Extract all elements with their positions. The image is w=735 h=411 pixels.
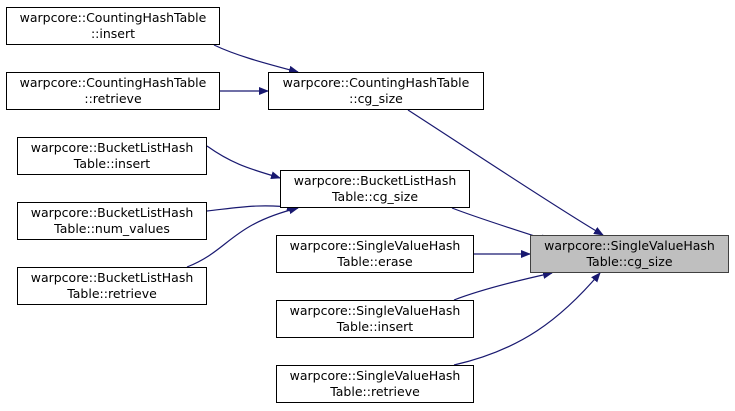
node-single-value-hash-table-retrieve[interactable]: warpcore::SingleValueHash Table::retriev…: [276, 365, 474, 403]
node-line1: warpcore::BucketListHash: [30, 140, 194, 155]
node-line2: ::cg_size: [349, 91, 403, 106]
node-counting-hash-table-cg-size[interactable]: warpcore::CountingHashTable ::cg_size: [268, 72, 484, 110]
node-line2: Table::num_values: [54, 221, 170, 236]
node-line2: Table::retrieve: [330, 384, 420, 399]
node-line1: warpcore::SingleValueHash: [289, 303, 461, 318]
node-line2: Table::retrieve: [67, 286, 157, 301]
node-line1: warpcore::SingleValueHash: [544, 238, 715, 253]
node-line2: Table::insert: [336, 319, 414, 334]
node-line1: warpcore::SingleValueHash: [289, 368, 461, 383]
edge-cht_insert-to-cht_cgsize: [213, 44, 299, 74]
node-line1: warpcore::CountingHashTable: [282, 75, 470, 90]
node-bucket-list-hash-table-insert[interactable]: warpcore::BucketListHash Table::insert: [17, 137, 207, 175]
node-line1: warpcore::CountingHashTable: [19, 10, 207, 25]
node-line1: warpcore::SingleValueHash: [289, 238, 461, 253]
node-counting-hash-table-retrieve[interactable]: warpcore::CountingHashTable ::retrieve: [6, 72, 220, 110]
node-line1: warpcore::BucketListHash: [293, 173, 457, 188]
node-bucket-list-hash-table-retrieve[interactable]: warpcore::BucketListHash Table::retrieve: [17, 267, 207, 305]
node-single-value-hash-table-cg-size[interactable]: warpcore::SingleValueHash Table::cg_size: [530, 235, 729, 273]
edge-svht_insert-to-svht_cgsize: [453, 271, 553, 301]
edge-blht_retrieve-to-blht_cgsize: [186, 206, 299, 268]
node-line1: warpcore::CountingHashTable: [19, 75, 207, 90]
node-line2: Table::cg_size: [586, 254, 673, 269]
edge-cht_cgsize-to-svht_cgsize: [407, 109, 604, 236]
node-line2: ::insert: [90, 26, 136, 41]
node-line2: Table::erase: [337, 254, 413, 269]
node-single-value-hash-table-insert[interactable]: warpcore::SingleValueHash Table::insert: [276, 300, 474, 338]
node-line2: Table::insert: [73, 156, 151, 171]
edge-blht_insert-to-blht_cgsize: [206, 145, 281, 180]
node-bucket-list-hash-table-num-values[interactable]: warpcore::BucketListHash Table::num_valu…: [17, 202, 207, 240]
node-bucket-list-hash-table-cg-size[interactable]: warpcore::BucketListHash Table::cg_size: [280, 170, 470, 208]
node-line1: warpcore::BucketListHash: [30, 270, 194, 285]
node-line2: ::retrieve: [84, 91, 142, 106]
node-single-value-hash-table-erase[interactable]: warpcore::SingleValueHash Table::erase: [276, 235, 474, 273]
edge-svht_retrieve-to-svht_cgsize: [453, 272, 601, 366]
node-line2: Table::cg_size: [331, 189, 419, 204]
node-counting-hash-table-insert[interactable]: warpcore::CountingHashTable ::insert: [6, 7, 220, 45]
node-line1: warpcore::BucketListHash: [30, 205, 194, 220]
